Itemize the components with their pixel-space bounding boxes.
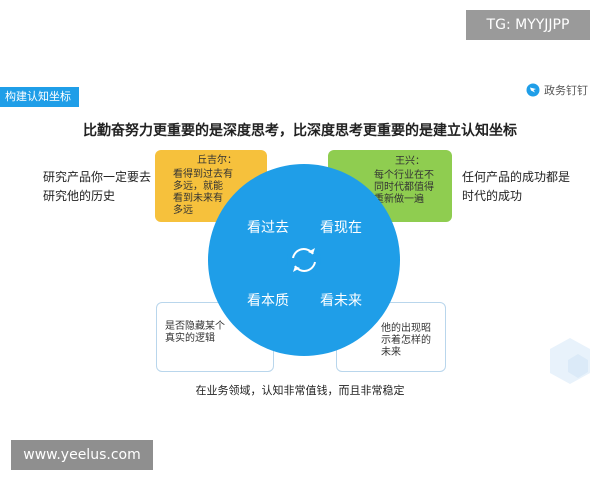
brand: 政务钉钉 <box>526 82 588 98</box>
quadrant-label-future: 看未来 <box>320 293 362 309</box>
note-churchill: 丘吉尔： 看得到过去有 多远，就能 看到未来有 多远 <box>155 150 267 222</box>
note-line: 同时代都值得 <box>374 182 434 193</box>
section-tag: 构建认知坐标 <box>0 87 79 107</box>
quadrant-label-past: 看过去 <box>247 220 289 236</box>
side-text-left: 研究产品你一定要去 研究他的历史 <box>43 168 163 206</box>
note-line: 重新做一遍 <box>374 194 424 205</box>
note-line: 未来 <box>381 347 401 358</box>
note-title: 丘吉尔： <box>197 155 237 166</box>
note-line: 他的出现昭 <box>381 323 431 334</box>
side-text-line: 研究他的历史 <box>43 189 116 203</box>
quadrant-label-essence: 看本质 <box>247 293 289 309</box>
footer-caption: 在业务领域，认知非常值钱，而且非常稳定 <box>195 384 405 397</box>
note-line: 多远，就能 <box>173 181 223 192</box>
quadrant-label-present: 看现在 <box>320 220 362 236</box>
side-text-line: 研究产品你一定要去 <box>43 170 152 184</box>
quadrant-present <box>304 164 400 260</box>
note-line: 看得到过去有 <box>173 169 233 180</box>
note-line: 是否隐藏某个 <box>165 321 225 332</box>
note-line: 示着怎样的 <box>381 335 431 346</box>
quadrant-future <box>304 260 400 356</box>
cognition-circle <box>208 164 400 356</box>
note-line: 每个行业在不 <box>374 170 434 181</box>
side-text-line: 任何产品的成功都是 <box>462 170 571 184</box>
quadrant-past <box>208 164 304 260</box>
cycle-arrows-icon <box>287 243 321 277</box>
side-text-line: 时代的成功 <box>462 189 523 203</box>
note-line: 看到未来有 <box>173 193 223 204</box>
hexagon-decoration-icon <box>550 338 590 384</box>
note-title: 王兴： <box>395 156 425 167</box>
url-watermark: www.yeelus.com <box>11 440 153 470</box>
dingtalk-logo-icon <box>526 83 540 97</box>
headline: 比勤奋努力更重要的是深度思考，比深度思考更重要的是建立认知坐标 <box>83 123 517 139</box>
brand-name: 政务钉钉 <box>544 84 588 97</box>
note-line: 真实的逻辑 <box>165 333 215 344</box>
tg-watermark: TG: MYYJJPP <box>466 10 590 40</box>
side-text-right: 任何产品的成功都是 时代的成功 <box>462 168 582 206</box>
note-line: 多远 <box>173 205 193 216</box>
quadrant-essence <box>208 260 304 356</box>
